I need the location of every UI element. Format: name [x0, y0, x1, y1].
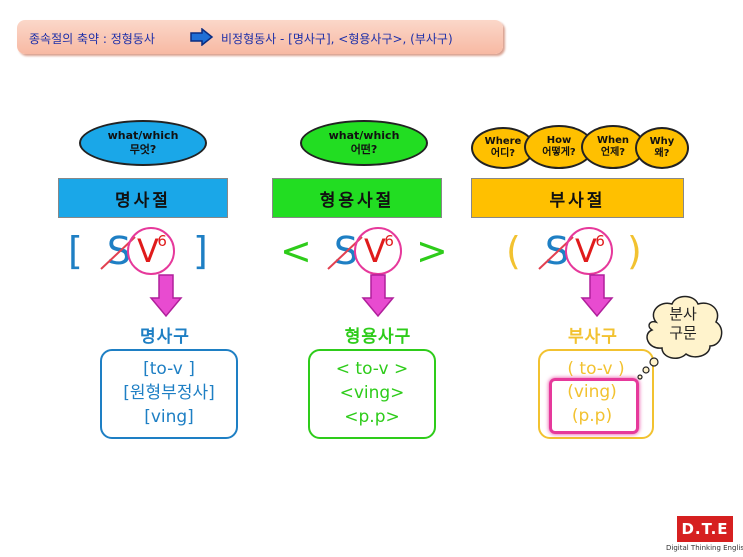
down-arrow-icon: [361, 274, 395, 318]
form-item: [원형부정사]: [123, 383, 215, 403]
bubble-line1: How: [546, 135, 572, 146]
banner-left-text: 종속절의 축약 : 정형동사: [29, 32, 155, 46]
adverb-phrase-label: 부사구: [568, 327, 618, 347]
thought-bubble-text: 분사 구문: [652, 305, 714, 343]
open-bracket: [: [68, 229, 83, 273]
adjective-phrase-label: 형용사구: [344, 327, 412, 347]
form-item: (ving): [567, 382, 617, 402]
verb-superscript: 6: [157, 232, 167, 250]
thought-line2: 구문: [669, 324, 697, 342]
bubble-line2: 왜?: [654, 148, 670, 159]
form-item: ( to-v ): [567, 359, 625, 379]
verb-letter: V: [575, 232, 597, 270]
thought-line1: 분사: [669, 305, 697, 323]
logo-caption: Digital Thinking English: [666, 544, 743, 552]
question-bubble-why: Why 왜?: [635, 127, 689, 169]
form-item: < to-v >: [335, 359, 409, 379]
form-item: <p.p>: [344, 407, 400, 427]
form-item: [ving]: [144, 407, 194, 427]
adverb-sv-formula: ( S V 6 ): [506, 227, 676, 275]
bubble-line1: what/which: [328, 129, 400, 142]
open-bracket: (: [506, 229, 521, 273]
subject-struck: S: [538, 231, 574, 271]
close-bracket: ]: [192, 229, 208, 273]
verb-circle: V 6: [564, 227, 613, 275]
close-bracket: ): [626, 229, 642, 273]
bubble-line1: what/which: [107, 129, 179, 142]
participle-highlight-box: [549, 378, 639, 434]
form-item: [to-v ]: [143, 359, 195, 379]
noun-clause-bar: 명사절: [58, 178, 228, 218]
open-bracket: <: [280, 229, 312, 273]
bubble-line2: 어떤?: [350, 143, 378, 156]
title-banner: 종속절의 축약 : 정형동사 비정형동사 - [명사구], <형용사구>, (부…: [17, 20, 503, 54]
down-arrow-icon: [149, 274, 183, 318]
bubble-line1: Where: [484, 136, 522, 147]
right-arrow-icon: [190, 28, 214, 46]
question-bubble-where: Where 어디?: [471, 127, 535, 169]
close-bracket: >: [415, 229, 448, 273]
bubble-line1: When: [596, 135, 630, 146]
verb-superscript: 6: [384, 232, 394, 250]
bubble-line1: Why: [649, 136, 675, 147]
participle-forms: (ving) (p.p): [552, 380, 632, 428]
adverb-phrase-box: ( to-v ): [538, 349, 654, 439]
noun-phrase-box: [to-v ] [원형부정사] [ving]: [100, 349, 238, 439]
verb-circle: V 6: [126, 227, 175, 275]
bubble-line2: 어디?: [490, 148, 516, 159]
adverb-clause-bar: 부사절: [471, 178, 684, 218]
noun-sv-formula: [ S V 6 ]: [68, 227, 228, 275]
down-arrow-icon: [580, 274, 614, 318]
bubble-line2: 어떻게?: [542, 147, 576, 158]
verb-letter: V: [137, 232, 159, 270]
banner-right-text: 비정형동사 - [명사구], <형용사구>, (부사구): [221, 32, 453, 46]
verb-circle: V 6: [353, 227, 402, 275]
bubble-line2: 무엇?: [129, 143, 157, 156]
question-bubble-what: what/which 무엇?: [79, 120, 207, 166]
noun-phrase-label: 명사구: [140, 327, 190, 347]
subject-struck: S: [327, 231, 363, 271]
adjective-sv-formula: < S V 6 >: [280, 227, 450, 275]
dte-logo: D.T.E: [677, 516, 733, 542]
bubble-line2: 언제?: [600, 147, 626, 158]
question-bubble-what: what/which 어떤?: [300, 120, 428, 166]
form-item: <ving>: [339, 383, 405, 403]
adjective-phrase-box: < to-v > <ving> <p.p>: [308, 349, 436, 439]
verb-letter: V: [364, 232, 386, 270]
verb-superscript: 6: [595, 232, 605, 250]
thought-cloud-icon: [637, 295, 723, 380]
adjective-clause-bar: 형용사절: [272, 178, 442, 218]
form-item: (p.p): [571, 406, 613, 426]
